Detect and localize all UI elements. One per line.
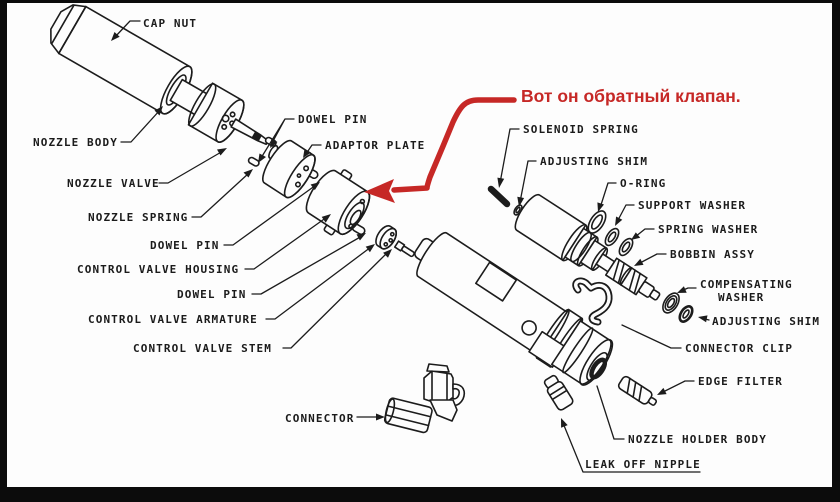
leader-control-valve-armature — [265, 246, 372, 320]
leader-control-valve-housing — [244, 216, 328, 270]
edge-filter-part — [617, 375, 658, 406]
leader-edge-filter — [660, 380, 695, 394]
label-leak-off-nipple: LEAK OFF NIPPLE — [585, 458, 701, 471]
leader-lines — [111, 20, 710, 473]
leader-cap-nut — [114, 20, 141, 38]
leader-nozzle-spring — [191, 172, 250, 218]
connector-part — [383, 363, 466, 434]
label-compensating-washer-line1: COMPENSATING — [700, 278, 793, 291]
leader-dowel-pin-low — [251, 235, 363, 295]
o-ring-part — [587, 210, 607, 234]
leader-bobbin-assy — [637, 253, 667, 265]
control-valve-armature-part — [375, 225, 398, 250]
diagram-artwork — [50, 4, 694, 434]
leader-spring-washer — [634, 228, 655, 238]
solenoid-spring-part — [487, 185, 511, 208]
nozzle-holder-body-part — [414, 231, 614, 386]
label-solenoid-spring: SOLENOID SPRING — [523, 123, 639, 136]
label-nozzle-body: NOZZLE BODY — [33, 136, 118, 149]
red-annotation: Вот он обратный клапан. — [364, 86, 741, 203]
bobbin-assy-part — [514, 193, 661, 301]
adjusting-shim-lower-part — [678, 305, 694, 323]
leak-off-nipple-part — [543, 374, 574, 411]
connector-clip-part — [572, 277, 613, 326]
nozzle-valve-part — [230, 118, 269, 146]
leader-support-washer — [616, 204, 635, 223]
label-cap-nut: CAP NUT — [143, 17, 197, 30]
label-dowel-pin-top: DOWEL PIN — [298, 113, 368, 126]
leader-nozzle-holder-body — [596, 385, 625, 440]
leader-dowel-pin-top — [260, 118, 295, 159]
nozzle-body-part — [169, 78, 245, 143]
label-spring-washer: SPRING WASHER — [658, 223, 758, 236]
label-o-ring: O-RING — [620, 177, 666, 190]
label-adjusting-shim-upper: ADJUSTING SHIM — [540, 155, 648, 168]
spring-washer-part — [618, 237, 634, 257]
leader-nozzle-valve — [158, 150, 224, 184]
label-nozzle-valve: NOZZLE VALVE — [67, 177, 160, 190]
control-valve-housing-part — [305, 169, 371, 236]
label-support-washer: SUPPORT WASHER — [638, 199, 746, 212]
label-bobbin-assy: BOBBIN ASSY — [670, 248, 755, 261]
label-control-valve-armature: CONTROL VALVE ARMATURE — [88, 313, 258, 326]
label-dowel-pin-mid: DOWEL PIN — [150, 239, 220, 252]
label-nozzle-holder-body: NOZZLE HOLDER BODY — [628, 433, 767, 446]
label-dowel-pin-low: DOWEL PIN — [177, 288, 247, 301]
part-labels: CAP NUT NOZZLE BODY NOZZLE VALVE NOZZLE … — [33, 17, 820, 471]
label-control-valve-stem: CONTROL VALVE STEM — [133, 342, 272, 355]
compensating-washer-part — [662, 292, 680, 314]
label-control-valve-housing: CONTROL VALVE HOUSING — [77, 263, 239, 276]
annotation-arrowhead — [364, 179, 395, 203]
leader-dowel-pin-mid — [223, 184, 317, 246]
leader-leak-off-nipple — [562, 422, 701, 473]
leader-solenoid-spring — [499, 128, 520, 184]
adaptor-plate-part — [262, 139, 316, 199]
leader-connector-clip — [621, 324, 682, 349]
leader-control-valve-stem — [282, 251, 389, 349]
label-compensating-washer-line2: WASHER — [718, 291, 764, 304]
label-adaptor-plate: ADAPTOR PLATE — [325, 139, 425, 152]
label-edge-filter: EDGE FILTER — [698, 375, 783, 388]
support-washer-part — [604, 227, 620, 247]
label-connector-clip: CONNECTOR CLIP — [685, 342, 793, 355]
label-nozzle-spring: NOZZLE SPRING — [88, 211, 188, 224]
label-adjusting-shim-lower: ADJUSTING SHIM — [712, 315, 820, 328]
control-valve-stem-part — [393, 240, 415, 258]
label-connector: CONNECTOR — [285, 412, 355, 425]
dowel-pin-part-b — [247, 156, 260, 167]
leader-o-ring — [599, 182, 617, 209]
leader-nozzle-body — [120, 109, 161, 143]
annotation-arrow-line — [391, 97, 517, 193]
leader-adjusting-shim-upper — [519, 160, 537, 203]
annotation-text: Вот он обратный клапан. — [521, 86, 741, 106]
